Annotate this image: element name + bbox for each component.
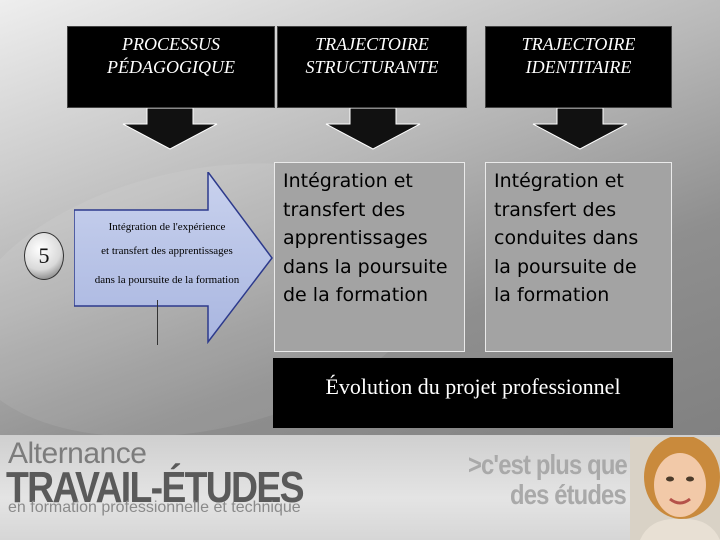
content-line: conduites dans: [494, 227, 639, 249]
content-box-structurante: Intégration et transfert des apprentissa…: [274, 162, 465, 352]
content-line: apprentissages: [283, 227, 428, 249]
header-line2: PÉDAGOGIQUE: [107, 57, 235, 78]
down-arrow-icon: [325, 108, 421, 150]
content-line: la poursuite de: [494, 255, 637, 278]
down-arrow-icon: [532, 108, 628, 150]
content-line: Intégration et: [283, 170, 413, 192]
step-number: 5: [38, 243, 50, 268]
header-line1: PROCESSUS: [122, 34, 220, 54]
arrow-line-3: dans la poursuite de la formation: [94, 274, 240, 286]
header-line2: IDENTITAIRE: [525, 57, 632, 78]
logo-subtitle: en formation professionnelle et techniqu…: [8, 499, 301, 516]
down-arrow-icon: [122, 108, 218, 150]
header-line1: TRAJECTOIRE: [521, 34, 636, 54]
right-arrow-icon: [74, 172, 273, 344]
arrow-line-1: Intégration de l'expérience: [108, 221, 226, 233]
header-processus: PROCESSUS PÉDAGOGIQUE: [67, 26, 275, 108]
divider-line: [157, 300, 158, 345]
logo-alternance: Alternance: [8, 437, 147, 470]
evolution-text: Évolution du projet professionnel: [325, 374, 621, 399]
header-structurante: TRAJECTOIRE STRUCTURANTE: [277, 26, 467, 108]
header-identitaire: TRAJECTOIRE IDENTITAIRE: [485, 26, 672, 108]
header-line1: TRAJECTOIRE: [315, 34, 429, 54]
footer-banner: Alternance TRAVAIL-ÉTUDES en formation p…: [0, 435, 720, 540]
content-line: transfert des: [283, 198, 406, 221]
evolution-banner: Évolution du projet professionnel: [273, 358, 673, 428]
content-line: la formation: [494, 284, 610, 306]
step-number-badge: 5: [24, 232, 64, 280]
arrow-line-2: et transfert des apprentissages: [101, 245, 233, 257]
content-line: Intégration et: [494, 170, 624, 192]
content-line: dans la poursuite: [283, 255, 448, 278]
logo-travail-etudes: TRAVAIL-ÉTUDES: [6, 463, 305, 512]
content-box-identitaire: Intégration et transfert des conduites d…: [485, 162, 672, 352]
content-line: de la formation: [283, 284, 429, 306]
slogan-line-1: >c'est plus que: [468, 449, 628, 480]
content-line: transfert des: [494, 198, 617, 221]
header-line2: STRUCTURANTE: [305, 57, 439, 78]
slogan-line-2: des études: [510, 479, 627, 510]
portrait-photo: [630, 437, 720, 540]
